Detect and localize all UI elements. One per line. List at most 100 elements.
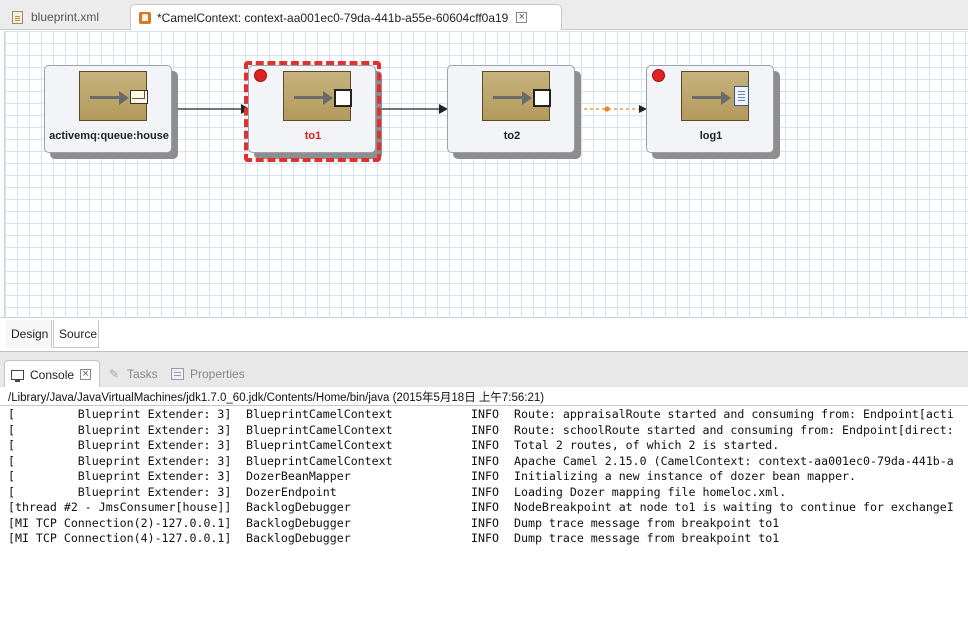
log-level: INFO bbox=[471, 453, 499, 468]
console-line: [ Blueprint Extender: 3] BlueprintCamelCo… bbox=[8, 454, 968, 470]
editor-tab-bar: blueprint.xml *CamelContext: context-aa0… bbox=[0, 0, 968, 30]
endpoint-box-icon bbox=[334, 89, 352, 107]
xml-file-icon bbox=[12, 10, 23, 24]
log-message: Initializing a new instance of dozer bea… bbox=[514, 469, 857, 483]
log-message: Loading Dozer mapping file homeloc.xml. bbox=[514, 484, 787, 499]
console-line: [ Blueprint Extender: 3] DozerEndpoint INF… bbox=[8, 485, 968, 501]
console-output[interactable]: /Library/Java/JavaVirtualMachines/jdk1.7… bbox=[0, 387, 968, 637]
log-level: INFO bbox=[471, 484, 499, 499]
console-process-path: /Library/Java/JavaVirtualMachines/jdk1.7… bbox=[8, 392, 545, 404]
log-logger: BacklogDebugger bbox=[246, 531, 351, 545]
console-icon bbox=[11, 369, 24, 382]
flow-arrow-icon bbox=[119, 91, 129, 105]
close-icon[interactable]: × bbox=[516, 12, 528, 23]
connector-2-arrowhead bbox=[439, 104, 448, 114]
tab-source[interactable]: Source bbox=[53, 320, 99, 348]
connector-3-arrowhead bbox=[639, 105, 647, 113]
tab-label: *CamelContext: context-aa001ec0-79da-441… bbox=[157, 10, 509, 25]
tasks-icon: ✎ bbox=[109, 367, 120, 381]
flow-arrow-icon bbox=[522, 91, 532, 105]
node-image bbox=[482, 71, 551, 121]
log-thread: [ Blueprint Extender: 3] bbox=[8, 469, 232, 483]
connector-3-midpoint-handle bbox=[604, 106, 610, 112]
log-logger: BlueprintCamelContext bbox=[246, 422, 393, 437]
log-thread: [ Blueprint Extender: 3] bbox=[8, 453, 232, 468]
node-image bbox=[79, 71, 148, 121]
node-log1[interactable]: log1 bbox=[646, 65, 774, 153]
tab-label: Properties bbox=[190, 367, 245, 381]
log-logger: BacklogDebugger bbox=[246, 515, 351, 530]
console-line: [thread #2 - JmsConsumer[house]] BacklogD… bbox=[8, 500, 968, 516]
console-divider bbox=[0, 405, 968, 406]
close-icon[interactable]: × bbox=[80, 369, 92, 380]
console-line: [MI TCP Connection(4)-127.0.0.1] BacklogD… bbox=[8, 531, 968, 547]
tab-label: Tasks bbox=[127, 367, 158, 381]
tab-camel-context[interactable]: *CamelContext: context-aa001ec0-79da-441… bbox=[130, 4, 562, 30]
node-to2[interactable]: to2 bbox=[447, 65, 575, 153]
log-message: Dump trace message from breakpoint to1 bbox=[514, 515, 780, 530]
console-line: [MI TCP Connection(2)-127.0.0.1] BacklogD… bbox=[8, 516, 968, 532]
log-thread: [ Blueprint Extender: 3] bbox=[8, 484, 232, 499]
tab-blueprint-xml[interactable]: blueprint.xml bbox=[4, 4, 130, 30]
flow-arrow-line bbox=[493, 96, 523, 99]
log-logger: DozerBeanMapper bbox=[246, 469, 351, 483]
endpoint-box-icon bbox=[533, 89, 551, 107]
tab-console[interactable]: Console × bbox=[4, 360, 100, 388]
log-level: INFO bbox=[471, 515, 499, 530]
log-logger: BlueprintCamelContext bbox=[246, 407, 393, 421]
view-tab-bar: Console × ✎ Tasks Properties bbox=[0, 351, 968, 388]
log-thread: [thread #2 - JmsConsumer[house]] bbox=[8, 500, 232, 514]
node-label: activemq:queue:house bbox=[49, 130, 169, 142]
log-thread: [ Blueprint Extender: 3] bbox=[8, 407, 232, 421]
log-level: INFO bbox=[471, 438, 499, 452]
log-thread: [ Blueprint Extender: 3] bbox=[8, 438, 232, 452]
editor-mode-tabs: Design Source bbox=[0, 317, 968, 351]
tab-label: Console bbox=[30, 367, 75, 382]
log-message: Dump trace message from breakpoint to1 bbox=[514, 531, 780, 545]
log-level: INFO bbox=[471, 407, 499, 421]
log-thread: [ Blueprint Extender: 3] bbox=[8, 422, 232, 437]
flow-arrow-icon bbox=[323, 91, 333, 105]
console-line: [ Blueprint Extender: 3] BlueprintCamelCo… bbox=[8, 438, 968, 454]
flow-arrow-line bbox=[90, 96, 120, 99]
log-logger: BlueprintCamelContext bbox=[246, 438, 393, 452]
node-label: to1 bbox=[304, 130, 322, 142]
flow-arrow-icon bbox=[721, 91, 731, 105]
log-message: Apache Camel 2.15.0 (CamelContext: conte… bbox=[514, 453, 954, 468]
log-document-icon bbox=[734, 86, 749, 106]
log-level: INFO bbox=[471, 422, 499, 437]
node-activemq-queue-house[interactable]: activemq:queue:house bbox=[44, 65, 172, 153]
node-label: log1 bbox=[699, 130, 723, 142]
breakpoint-icon[interactable] bbox=[652, 69, 665, 82]
console-lines: [ Blueprint Extender: 3] BlueprintCamelCo… bbox=[8, 407, 968, 547]
log-message: NodeBreakpoint at node to1 is waiting to… bbox=[514, 500, 954, 514]
camel-icon bbox=[139, 11, 151, 24]
properties-icon bbox=[171, 368, 184, 380]
console-line: [ Blueprint Extender: 3] BlueprintCamelCo… bbox=[8, 407, 968, 423]
envelope-icon bbox=[130, 90, 148, 104]
node-image bbox=[681, 71, 749, 121]
log-level: INFO bbox=[471, 531, 499, 545]
log-logger: BlueprintCamelContext bbox=[246, 453, 393, 468]
log-level: INFO bbox=[471, 500, 499, 514]
flow-arrow-line bbox=[294, 96, 324, 99]
log-level: INFO bbox=[471, 469, 499, 483]
log-logger: BacklogDebugger bbox=[246, 500, 351, 514]
log-logger: DozerEndpoint bbox=[246, 484, 337, 499]
console-line: [ Blueprint Extender: 3] BlueprintCamelCo… bbox=[8, 423, 968, 439]
log-message: Route: schoolRoute started and consuming… bbox=[514, 422, 954, 437]
tab-tasks[interactable]: ✎ Tasks bbox=[103, 360, 165, 388]
log-thread: [MI TCP Connection(2)-127.0.0.1] bbox=[8, 515, 232, 530]
log-thread: [MI TCP Connection(4)-127.0.0.1] bbox=[8, 531, 232, 545]
node-image bbox=[283, 71, 352, 121]
route-diagram-canvas[interactable]: activemq:queue:house to1 to2 log1 bbox=[4, 31, 968, 317]
flow-arrow-line bbox=[692, 96, 722, 99]
node-label: to2 bbox=[503, 130, 521, 142]
log-message: Total 2 routes, of which 2 is started. bbox=[514, 438, 780, 452]
node-to1[interactable]: to1 bbox=[248, 65, 376, 153]
console-line: [ Blueprint Extender: 3] DozerBeanMapper I… bbox=[8, 469, 968, 485]
log-message: Route: appraisalRoute started and consum… bbox=[514, 407, 954, 421]
breakpoint-icon[interactable] bbox=[254, 69, 267, 82]
tab-properties[interactable]: Properties bbox=[165, 360, 251, 388]
tab-design[interactable]: Design bbox=[6, 320, 52, 348]
